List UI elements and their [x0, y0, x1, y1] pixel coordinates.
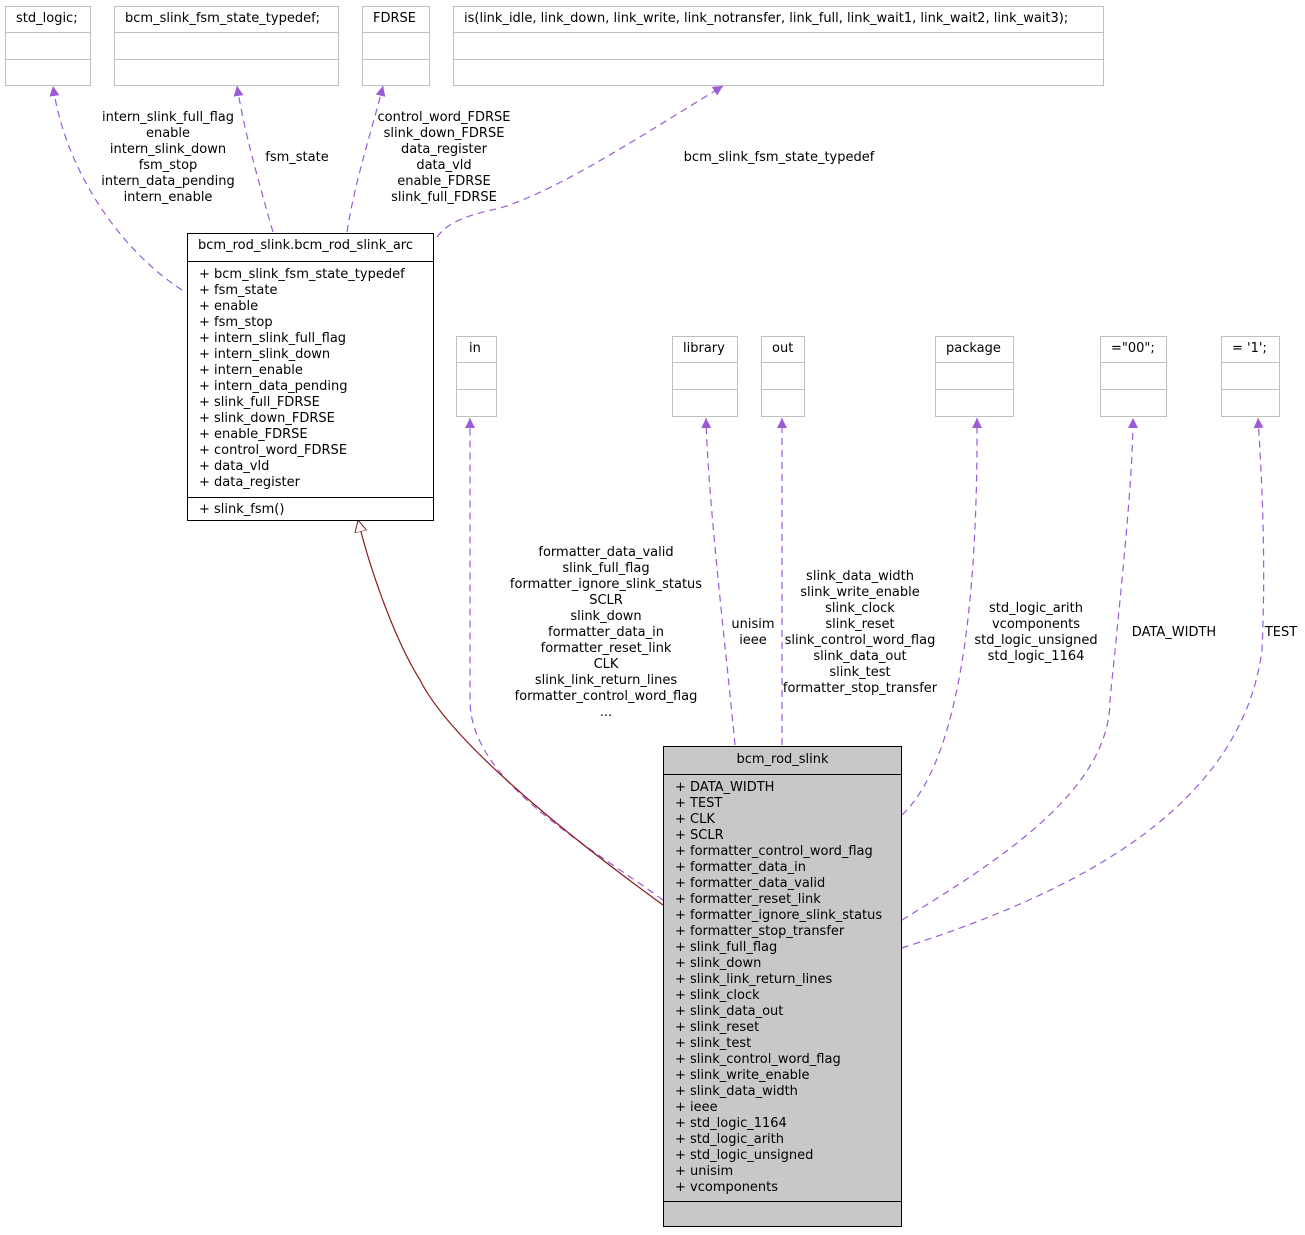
class-box-arch[interactable]: bcm_rod_slink.bcm_rod_slink_arc + bcm_sl…: [187, 233, 434, 521]
class-box-std-logic[interactable]: std_logic;: [5, 6, 91, 86]
edge-label-test: TEST: [1264, 625, 1298, 640]
attribute-row: + enable: [199, 299, 259, 314]
attribute-row: + intern_data_pending: [199, 379, 348, 394]
class-title: ="00";: [1111, 341, 1155, 356]
attribute-row: + formatter_reset_link: [675, 892, 821, 907]
attribute-row: + CLK: [675, 812, 715, 827]
attribute-row: + slink_control_word_flag: [675, 1052, 841, 1067]
attribute-row: + formatter_stop_transfer: [675, 924, 845, 939]
edge-label-is-enum: bcm_slink_fsm_state_typedef: [683, 150, 875, 165]
attribute-row: + unisim: [675, 1164, 734, 1179]
attribute-row: + slink_reset: [675, 1020, 760, 1035]
attribute-row: + formatter_ignore_slink_status: [675, 908, 883, 923]
attribute-row: + fsm_state: [199, 283, 278, 298]
edge-entity-to-data-width: [901, 417, 1138, 921]
attribute-row: + DATA_WIDTH: [675, 780, 775, 795]
attribute-row: + slink_data_out: [675, 1004, 784, 1019]
attribute-row: + std_logic_unsigned: [675, 1148, 814, 1163]
attribute-row: + std_logic_arith: [675, 1132, 784, 1147]
class-box-in[interactable]: in: [456, 336, 497, 417]
attribute-row: + slink_down_FDRSE: [199, 411, 335, 426]
class-box-out[interactable]: out: [761, 336, 805, 417]
attribute-row: + TEST: [675, 796, 723, 811]
edge-entity-to-library: [701, 417, 736, 746]
attribute-row: + intern_enable: [199, 363, 303, 378]
class-title: out: [772, 341, 794, 356]
class-box-entity[interactable]: bcm_rod_slink + DATA_WIDTH + TEST + CLK …: [663, 746, 902, 1227]
class-box-library[interactable]: library: [672, 336, 738, 417]
class-title: library: [683, 341, 725, 356]
edge-arch-to-fdrse: [346, 85, 386, 233]
attribute-row: + slink_write_enable: [675, 1068, 810, 1083]
attribute-row: + control_word_FDRSE: [199, 443, 348, 458]
class-title: = '1';: [1232, 341, 1267, 356]
attribute-row: + intern_slink_down: [199, 347, 331, 362]
class-title: is(link_idle, link_down, link_write, lin…: [464, 11, 1069, 26]
attribute-row: + slink_full_FDRSE: [199, 395, 320, 410]
edge-arch-to-fsm-typedef: [233, 85, 274, 233]
class-box-test-value[interactable]: = '1';: [1221, 336, 1280, 417]
attribute-row: + formatter_control_word_flag: [675, 844, 873, 859]
class-title: FDRSE: [373, 11, 416, 26]
class-box-package[interactable]: package: [935, 336, 1014, 417]
attribute-row: + slink_down: [675, 956, 762, 971]
class-box-fsm-typedef[interactable]: bcm_slink_fsm_state_typedef;: [114, 6, 339, 86]
attribute-row: + slink_clock: [675, 988, 760, 1003]
attribute-row: + ieee: [675, 1100, 718, 1115]
edge-label-data-width: DATA_WIDTH: [1131, 625, 1217, 640]
attribute-row: + fsm_stop: [199, 315, 273, 330]
attribute-row: + formatter_data_in: [675, 860, 806, 875]
edge-entity-to-package: [901, 417, 983, 816]
edge-entity-to-test: [901, 417, 1265, 949]
attribute-row: + bcm_slink_fsm_state_typedef: [199, 267, 405, 282]
attribute-row: + formatter_data_valid: [675, 876, 826, 891]
edge-arch-to-is-enum: [436, 85, 724, 238]
class-title: std_logic;: [16, 11, 78, 26]
edge-entity-to-in: [465, 418, 664, 901]
class-title: in: [469, 341, 481, 356]
attribute-row: + slink_test: [675, 1036, 752, 1051]
class-title: package: [946, 341, 1001, 356]
class-title: bcm_rod_slink: [736, 752, 829, 767]
attribute-row: + slink_link_return_lines: [675, 972, 833, 987]
attribute-row: + enable_FDRSE: [199, 427, 308, 442]
method-row: + slink_fsm(): [199, 502, 285, 517]
class-box-data-width-value[interactable]: ="00";: [1100, 336, 1167, 417]
edge-inheritance: [358, 520, 664, 906]
attribute-row: + SCLR: [675, 828, 724, 843]
edge-arch-to-std-logic: [49, 85, 183, 291]
attribute-row: + slink_full_flag: [675, 940, 778, 955]
edge-label-fsm-typedef: fsm_state: [265, 150, 329, 165]
attribute-row: + std_logic_1164: [675, 1116, 787, 1131]
class-box-fdrse[interactable]: FDRSE: [362, 6, 430, 86]
attribute-row: + slink_data_width: [675, 1084, 798, 1099]
attribute-row: + data_register: [199, 475, 300, 490]
class-title: bcm_slink_fsm_state_typedef;: [125, 11, 321, 26]
class-title: bcm_rod_slink.bcm_rod_slink_arc: [198, 238, 413, 253]
attribute-row: + vcomponents: [675, 1180, 779, 1195]
attribute-row: + intern_slink_full_flag: [199, 331, 347, 346]
attribute-row: + data_vld: [199, 459, 270, 474]
class-box-is-enum[interactable]: is(link_idle, link_down, link_write, lin…: [453, 6, 1104, 86]
